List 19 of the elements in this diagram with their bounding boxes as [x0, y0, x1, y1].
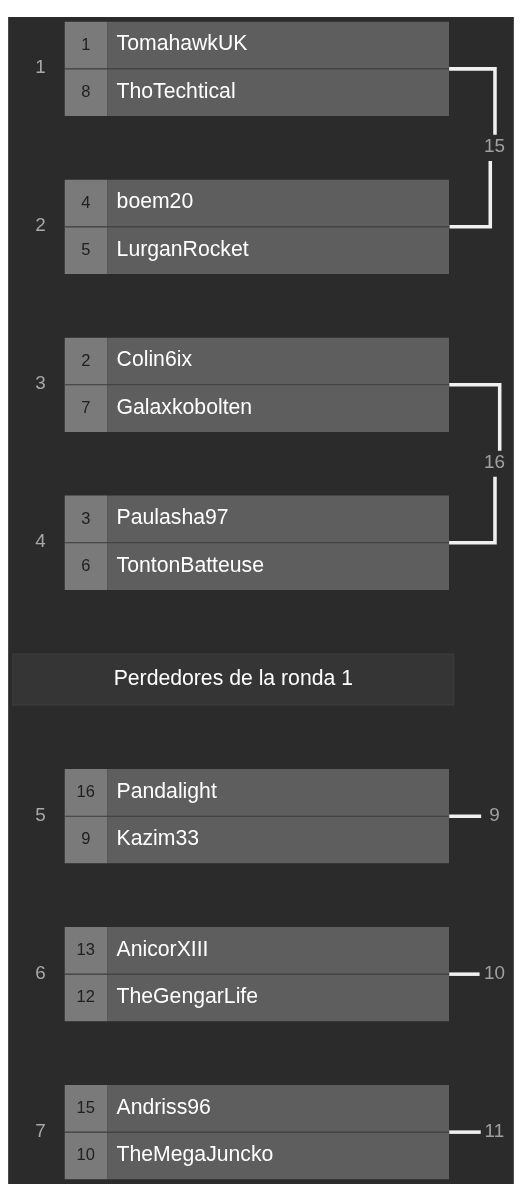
connector	[449, 971, 480, 976]
node-label: 5	[35, 803, 46, 825]
connector	[449, 476, 497, 544]
node-text: 16	[483, 450, 505, 472]
node-text: 15	[483, 134, 505, 156]
connector	[449, 382, 502, 451]
connector	[449, 1129, 481, 1134]
node-label: 1	[35, 55, 46, 77]
connector	[449, 813, 482, 818]
node-text: 11	[484, 1119, 505, 1141]
node-text: 9	[489, 803, 500, 825]
connector	[449, 160, 493, 229]
node-text: 10	[483, 961, 505, 983]
node-label: 6	[35, 961, 46, 983]
node-label: 3	[35, 371, 46, 393]
node-label: 2	[35, 213, 46, 235]
connector	[449, 66, 497, 135]
node-label: 4	[35, 529, 46, 551]
node-label: 7	[35, 1119, 46, 1141]
